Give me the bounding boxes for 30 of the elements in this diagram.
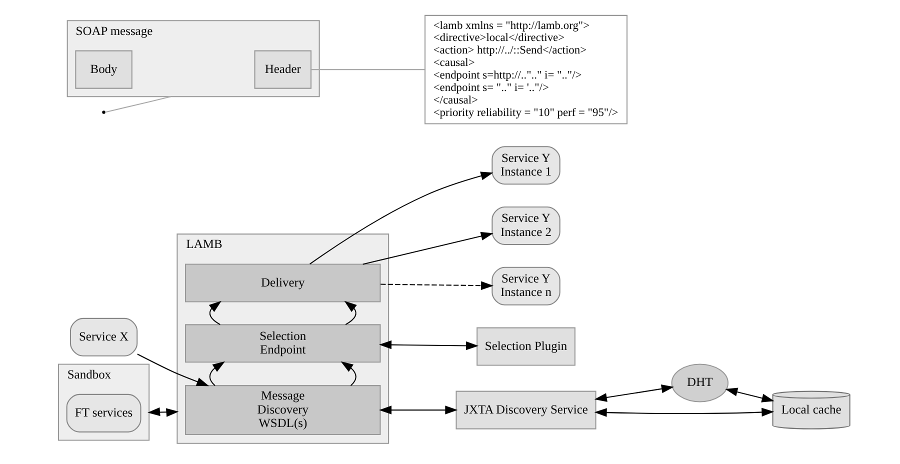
arrow: [594, 384, 674, 402]
node-box: JXTA Discovery Service: [456, 390, 596, 430]
node-box: Body: [75, 50, 132, 89]
arrow: [379, 340, 479, 350]
arrow: [340, 361, 356, 386]
node-box: Service Y Instance 1: [492, 146, 560, 185]
arrow: [209, 361, 226, 386]
node-box: Selection Plugin: [476, 327, 576, 366]
arrow: [594, 408, 774, 417]
node-box: Service X: [70, 318, 138, 356]
arrow: [380, 281, 494, 290]
node-box: <lamb xmlns = "http://lamb.org"> <directive>local</directive> <action> http://../::Send</action> <causal> <endpoint s=http://..".." i= ".."/> <endpoint s= ".." i= '.."/> </causal> <priority reliability = "10" perf = "95"/>: [424, 14, 628, 124]
node-box: Service Y Instance 2: [492, 206, 560, 246]
arrow: [137, 354, 210, 386]
arrow: [208, 300, 222, 325]
arrow: [362, 232, 494, 265]
node-ellipse: DHT: [671, 364, 729, 402]
node-box: Header: [254, 50, 312, 89]
arrow: [344, 300, 357, 325]
arrow: [379, 406, 458, 414]
connector: [105, 96, 171, 113]
connector: [311, 69, 425, 70]
node-box: Delivery: [185, 264, 381, 302]
arrow: [725, 388, 774, 402]
node-box: FT services: [66, 394, 142, 432]
node-box: Selection Endpoint: [185, 324, 381, 363]
node-box: Service Y Instance n: [492, 266, 560, 306]
arrow: [148, 407, 179, 417]
node-box: Message Discovery WSDL(s): [185, 385, 381, 436]
arrow: [310, 172, 494, 264]
